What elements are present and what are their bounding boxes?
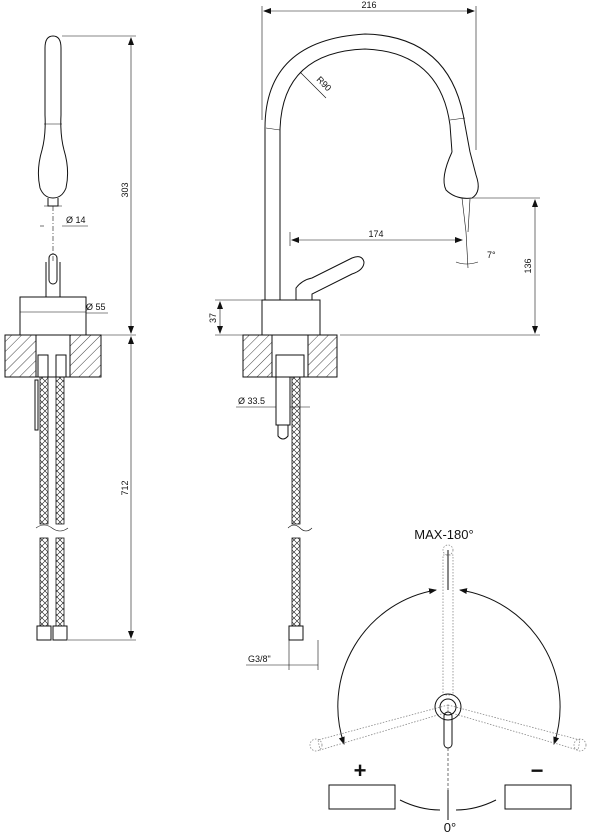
dim-37-label: 37	[208, 313, 218, 323]
front-body-neck	[45, 262, 61, 298]
cold-sign: −	[531, 758, 544, 783]
dim-r90-leader	[299, 71, 327, 99]
arc-right	[459, 588, 561, 745]
max-180-label: MAX-180°	[414, 527, 473, 542]
hot-indicator-box	[328, 784, 396, 810]
side-aerator-line-a	[461, 197, 467, 233]
side-spout-head	[443, 151, 479, 199]
front-fitting-right	[52, 625, 68, 641]
ghost-lever-right	[447, 704, 581, 751]
zero-label: 0°	[444, 820, 456, 835]
side-spout-inner	[279, 48, 453, 300]
dim-174-label: 174	[368, 229, 383, 239]
dim-r90-label: R90	[315, 74, 334, 93]
front-hose-break	[35, 524, 69, 532]
dim-303-label: 303	[120, 182, 130, 197]
ghost-lever-left	[317, 704, 449, 751]
ghost-end-left	[309, 738, 323, 752]
front-base	[19, 296, 87, 336]
dim-7deg-arc	[455, 261, 479, 265]
hot-sign: +	[354, 758, 367, 783]
dim-14-label: Ø 14	[66, 215, 86, 225]
front-hose-right-upper	[55, 376, 65, 525]
cold-indicator-box	[504, 784, 572, 810]
top-position-marker	[442, 544, 454, 556]
front-spout-tube	[44, 35, 62, 115]
front-view: 303 Ø 14 Ø 55 712	[4, 35, 136, 641]
dim-33-label: Ø 33.5	[238, 396, 265, 406]
front-hose-right-lower	[55, 537, 65, 627]
side-head-seam	[449, 117, 466, 121]
rotation-diagram: MAX-180° + − 0°	[309, 527, 587, 835]
side-fitting	[288, 625, 304, 641]
side-spout-joint	[265, 127, 281, 131]
center-lever	[443, 711, 453, 749]
side-base	[261, 299, 321, 336]
dim-g38-label: G3/8"	[248, 654, 271, 664]
side-shank	[275, 376, 291, 426]
side-deck-hole	[271, 334, 309, 378]
dim-55-label: Ø 55	[86, 302, 106, 312]
side-aerator-line-b	[467, 198, 471, 233]
side-hose-break	[287, 524, 313, 532]
front-deck-hole	[35, 334, 71, 378]
front-stud	[34, 379, 39, 431]
side-spout-outer	[264, 33, 471, 300]
dim-216-label: 216	[361, 0, 376, 10]
bottom-arc-right	[455, 799, 497, 811]
side-lever	[295, 256, 365, 300]
front-spout-head	[37, 114, 69, 199]
front-aerator	[47, 198, 59, 207]
dim-7deg-line	[465, 231, 469, 269]
front-lever	[48, 253, 58, 285]
front-hose-left-upper	[39, 376, 49, 525]
ghost-end-right	[573, 738, 587, 752]
side-shank-tip	[277, 425, 289, 440]
arc-left	[337, 588, 437, 745]
dim-136-label: 136	[523, 258, 533, 273]
body-circle-inner	[439, 698, 457, 716]
body-circle-outer	[434, 693, 462, 721]
front-fitting-left	[36, 625, 52, 641]
side-view: 216 R90 174 7° 136 37 Ø 33.5 G3/8"	[208, 0, 540, 670]
side-hose-upper	[291, 376, 301, 525]
side-hose-lower	[291, 537, 301, 627]
dim-7deg-label: 7°	[487, 250, 496, 260]
front-hose-left-lower	[39, 537, 49, 627]
dim-712-label: 712	[120, 480, 130, 495]
bottom-arc-left	[399, 799, 441, 811]
